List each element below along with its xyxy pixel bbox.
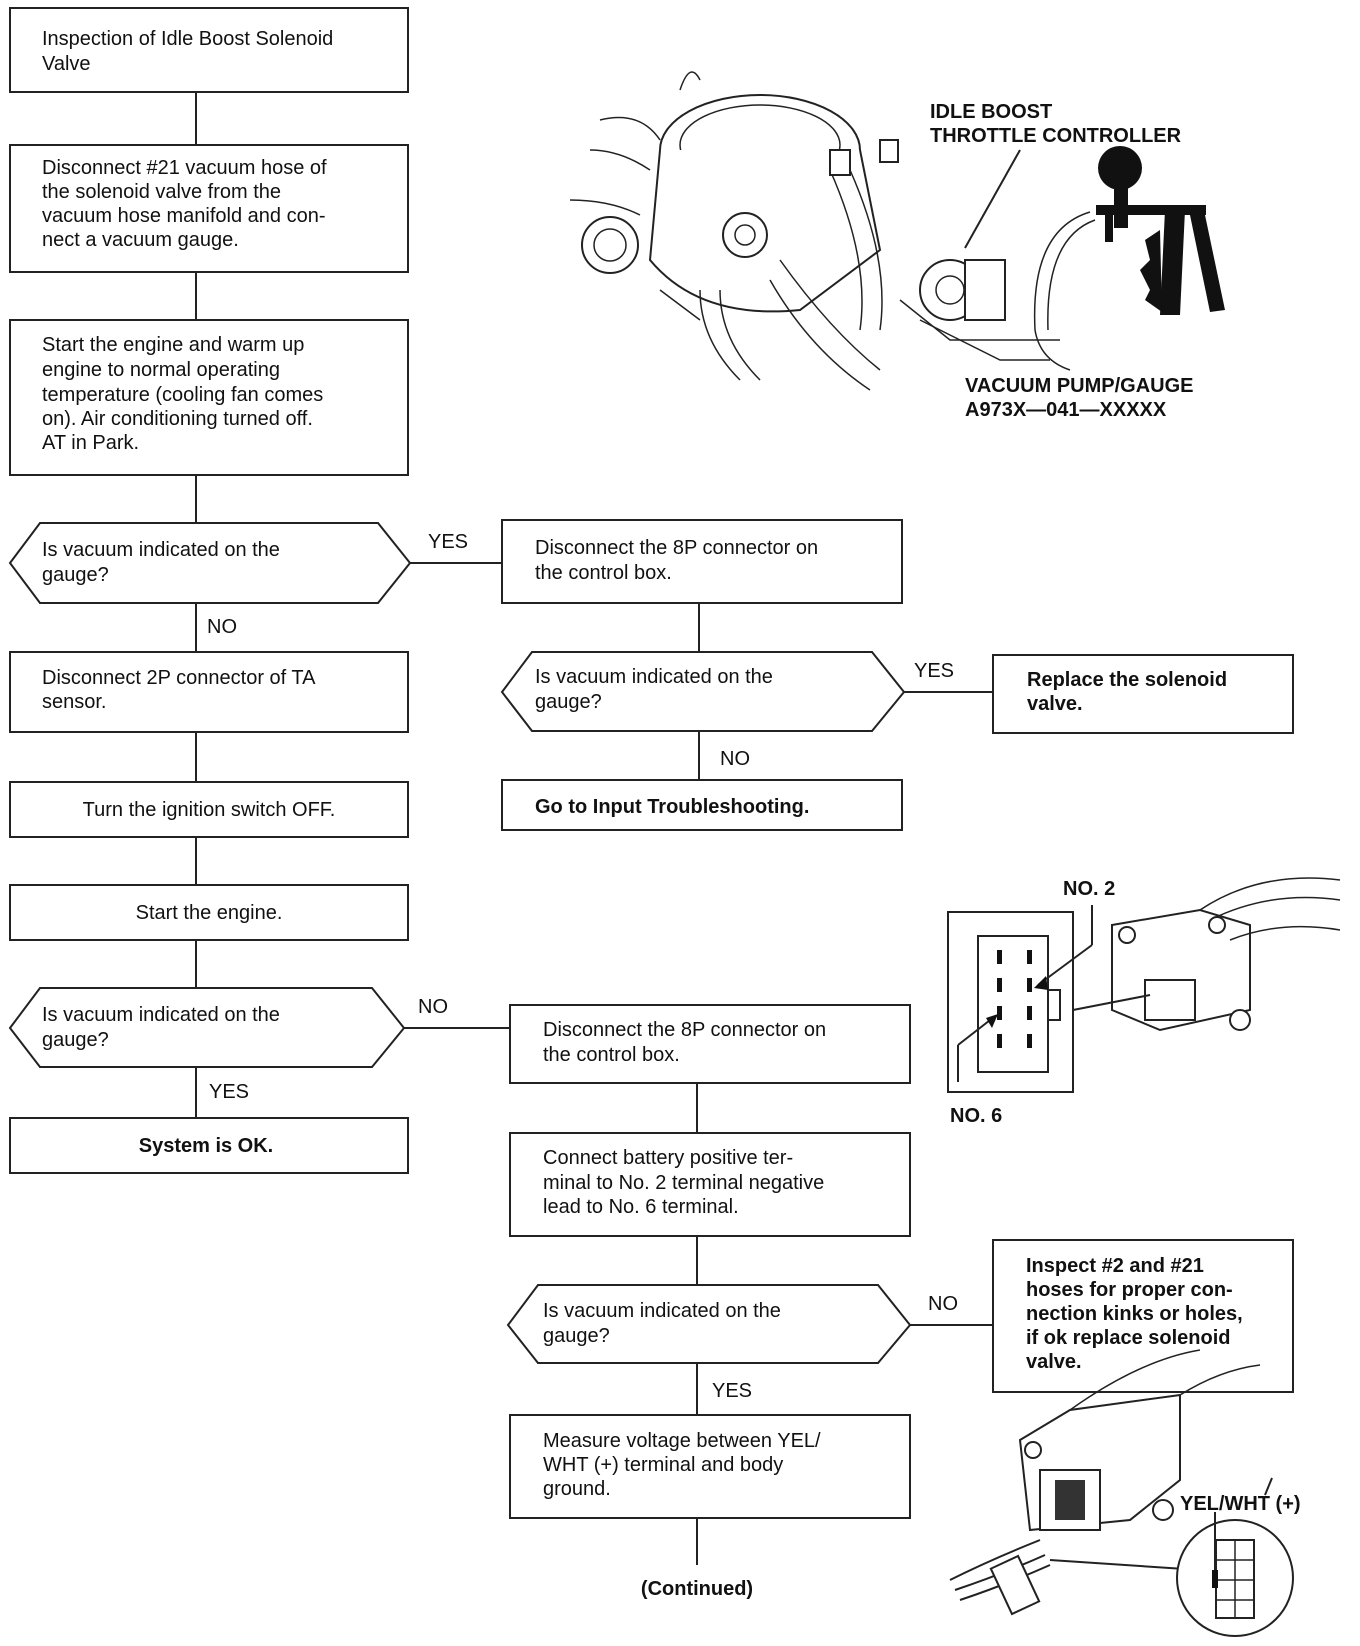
step-start-engine-text: Start the engine. — [136, 902, 283, 924]
result-ok-box — [9, 1117, 409, 1174]
pump-label-line: A973X—041—XXXXX — [965, 399, 1167, 421]
continued-label: (Continued) — [641, 1578, 753, 1600]
yel-wht-label: YEL/WHT (+) — [1180, 1493, 1301, 1515]
step-measure-voltage-line: WHT (+) terminal and body — [543, 1454, 783, 1476]
decision-4-text: Is vacuum indicated on the gauge? — [543, 1300, 786, 1347]
step-disconnect-8p-b-box — [509, 1004, 911, 1084]
step-start-warm-text: Start the engine and warm up engine to n… — [42, 334, 329, 454]
step-disconnect-hose-line: Disconnect #21 vacuum hose of — [42, 157, 327, 179]
step-disconnect-hose-line: vacuum hose manifold and con- — [42, 205, 326, 227]
decision-2-no-label: NO — [720, 748, 750, 770]
step-connect-battery-line: minal to No. 2 terminal negative — [543, 1172, 824, 1194]
title-box-text: Inspection of Idle Boost Solenoid Valve — [42, 28, 339, 75]
step-start-warm-line: temperature (cooling fan comes — [42, 384, 323, 406]
title-box — [9, 7, 409, 93]
decision-3-line: Is vacuum indicated on the — [42, 1004, 280, 1026]
terminal-no6-label: NO. 6 — [950, 1105, 1002, 1127]
step-disconnect-hose-box — [9, 144, 409, 273]
step-ignition-off-box — [9, 781, 409, 838]
step-disconnect-hose-line: nect a vacuum gauge. — [42, 229, 239, 251]
title-line-2: Valve — [42, 53, 91, 75]
result-inspect-hoses-line: hoses for proper con- — [1026, 1279, 1233, 1301]
decision-2-text: Is vacuum indicated on the gauge? — [535, 666, 778, 713]
control-box-illustration — [949, 1349, 1294, 1637]
step-start-warm-box — [9, 319, 409, 476]
step-start-warm-line: AT in Park. — [42, 432, 139, 454]
vacuum-pump-label: VACUUM PUMP/GAUGE A973X—041—XXXXX — [965, 375, 1199, 421]
result-replace-line: Replace the solenoid — [1027, 669, 1227, 691]
result-input-text: Go to Input Troubleshooting. — [535, 796, 809, 818]
step-start-engine-box — [9, 884, 409, 941]
decision-2-yes-label: YES — [914, 660, 954, 682]
decision-4-no-label: NO — [928, 1293, 958, 1315]
step-disconnect-ta-line: sensor. — [42, 691, 106, 713]
step-connect-battery-text: Connect battery positive ter- minal to N… — [543, 1147, 830, 1218]
step-disconnect-8p-a-box — [501, 519, 903, 604]
vacuum-pump-gauge-illustration — [1033, 146, 1225, 371]
step-disconnect-8p-b-line: the control box. — [543, 1044, 680, 1066]
result-ok-text: System is OK. — [139, 1135, 274, 1157]
step-disconnect-hose-text: Disconnect #21 vacuum hose of the soleno… — [42, 157, 332, 251]
decision-4-yes-label: YES — [712, 1380, 752, 1402]
decision-1-text: Is vacuum indicated on the gauge? — [42, 539, 285, 586]
decision-1-shape — [8, 522, 412, 604]
result-inspect-hoses-line: if ok replace solenoid — [1026, 1327, 1231, 1349]
step-start-warm-line: on). Air conditioning turned off. — [42, 408, 313, 430]
result-input-box — [501, 779, 903, 831]
decision-4-line: gauge? — [543, 1325, 610, 1347]
step-measure-voltage-line: ground. — [543, 1478, 611, 1500]
step-disconnect-ta-box — [9, 651, 409, 733]
decision-1-no-label: NO — [207, 616, 237, 638]
result-replace-line: valve. — [1027, 693, 1083, 715]
pump-label-line: VACUUM PUMP/GAUGE — [965, 375, 1194, 397]
result-inspect-hoses-text: Inspect #2 and #21 hoses for proper con-… — [1026, 1255, 1248, 1373]
decision-3-text: Is vacuum indicated on the gauge? — [42, 1004, 285, 1051]
throttle-label-line: IDLE BOOST — [930, 101, 1052, 123]
title-line-1: Inspection of Idle Boost Solenoid — [42, 28, 333, 50]
decision-3-no-label: NO — [418, 996, 448, 1018]
connector-8p-illustration — [947, 877, 1341, 1093]
decision-2-line: gauge? — [535, 691, 602, 713]
decision-3-shape — [8, 987, 406, 1068]
decision-2-line: Is vacuum indicated on the — [535, 666, 773, 688]
step-measure-voltage-line: Measure voltage between YEL/ — [543, 1430, 821, 1452]
result-inspect-hoses-box — [992, 1239, 1294, 1393]
decision-1-yes-label: YES — [428, 531, 468, 553]
decision-3-line: gauge? — [42, 1029, 109, 1051]
terminal-no2-label: NO. 2 — [1063, 878, 1115, 900]
step-disconnect-8p-b-line: Disconnect the 8P connector on — [543, 1019, 826, 1041]
step-disconnect-8p-a-text: Disconnect the 8P connector on the contr… — [535, 537, 824, 584]
throttle-label-line: THROTTLE CONTROLLER — [930, 125, 1182, 147]
step-disconnect-ta-text: Disconnect 2P connector of TA sensor. — [42, 667, 320, 713]
step-disconnect-hose-line: the solenoid valve from the — [42, 181, 281, 203]
carburetor-illustration — [569, 71, 1060, 391]
throttle-controller-label: IDLE BOOST THROTTLE CONTROLLER — [930, 101, 1182, 147]
step-ignition-off-text: Turn the ignition switch OFF. — [83, 799, 336, 821]
result-replace-text: Replace the solenoid valve. — [1027, 669, 1233, 715]
decision-3-yes-label: YES — [209, 1081, 249, 1103]
step-connect-battery-line: Connect battery positive ter- — [543, 1147, 793, 1169]
decision-4-line: Is vacuum indicated on the — [543, 1300, 781, 1322]
step-disconnect-ta-line: Disconnect 2P connector of TA — [42, 667, 316, 689]
step-measure-voltage-box — [509, 1414, 911, 1519]
step-measure-voltage-text: Measure voltage between YEL/ WHT (+) ter… — [543, 1430, 826, 1500]
decision-1-line: gauge? — [42, 564, 109, 586]
step-connect-battery-line: lead to No. 6 terminal. — [543, 1196, 739, 1218]
result-inspect-hoses-line: nection kinks or holes, — [1026, 1303, 1243, 1325]
connector-pins — [997, 950, 1032, 1048]
decision-4-shape — [506, 1284, 912, 1364]
result-replace-box — [992, 654, 1294, 734]
step-start-warm-line: Start the engine and warm up — [42, 334, 304, 356]
result-inspect-hoses-line: Inspect #2 and #21 — [1026, 1255, 1204, 1277]
step-disconnect-8p-b-text: Disconnect the 8P connector on the contr… — [543, 1019, 832, 1066]
decision-1-line: Is vacuum indicated on the — [42, 539, 280, 561]
result-inspect-hoses-line: valve. — [1026, 1351, 1082, 1373]
step-disconnect-8p-a-line: Disconnect the 8P connector on — [535, 537, 818, 559]
step-connect-battery-box — [509, 1132, 911, 1237]
step-disconnect-8p-a-line: the control box. — [535, 562, 672, 584]
step-start-warm-line: engine to normal operating — [42, 359, 280, 381]
